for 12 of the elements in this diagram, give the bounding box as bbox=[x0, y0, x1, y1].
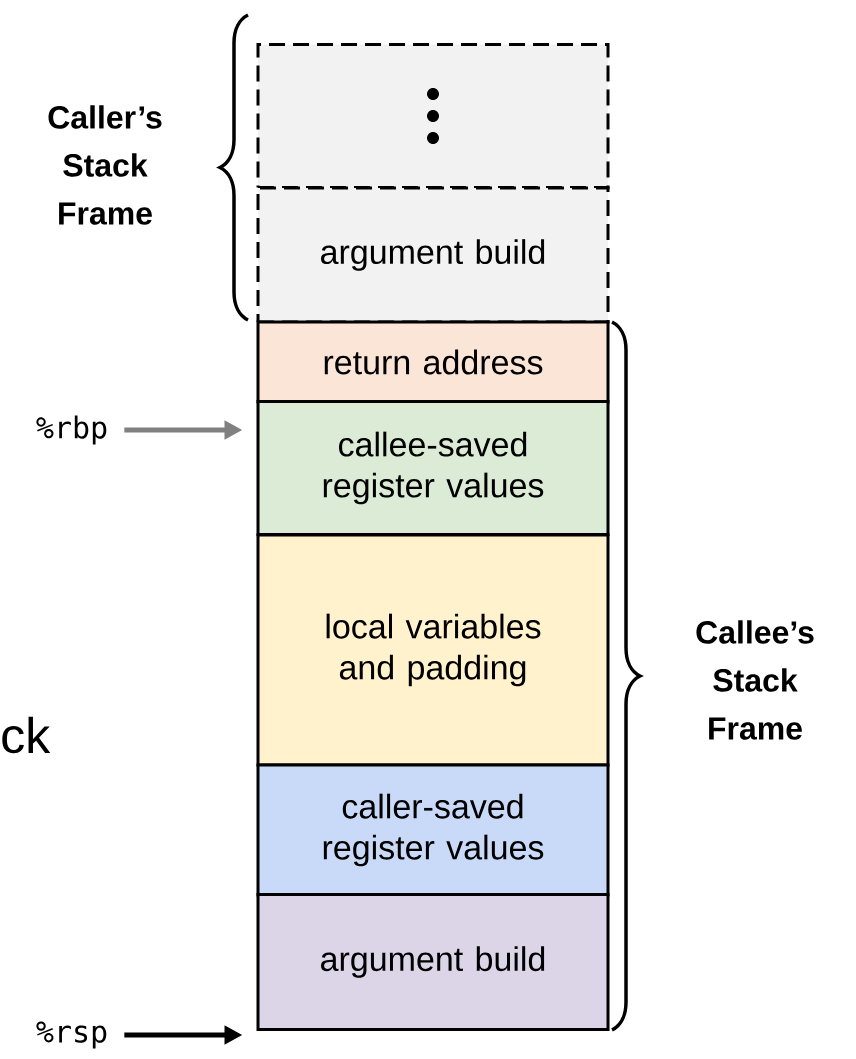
frame-label: Callee’s Stack Frame bbox=[696, 620, 814, 740]
register-label: %rbp bbox=[36, 415, 107, 445]
cut-off-text: ck bbox=[2, 716, 51, 754]
stack-slot: argument build bbox=[256, 186, 610, 324]
stack-slot: argument build bbox=[256, 893, 610, 1031]
stack-slot: return address bbox=[256, 320, 610, 404]
stack-slot: callee-saved register values bbox=[256, 400, 610, 536]
stack-slot: local variables and padding bbox=[256, 533, 610, 767]
register-label: %rsp bbox=[36, 1021, 107, 1049]
stack-slot: caller-saved register values bbox=[256, 763, 610, 897]
frame-label: Caller’s Stack Frame bbox=[48, 105, 162, 225]
stack-slot bbox=[256, 43, 610, 189]
